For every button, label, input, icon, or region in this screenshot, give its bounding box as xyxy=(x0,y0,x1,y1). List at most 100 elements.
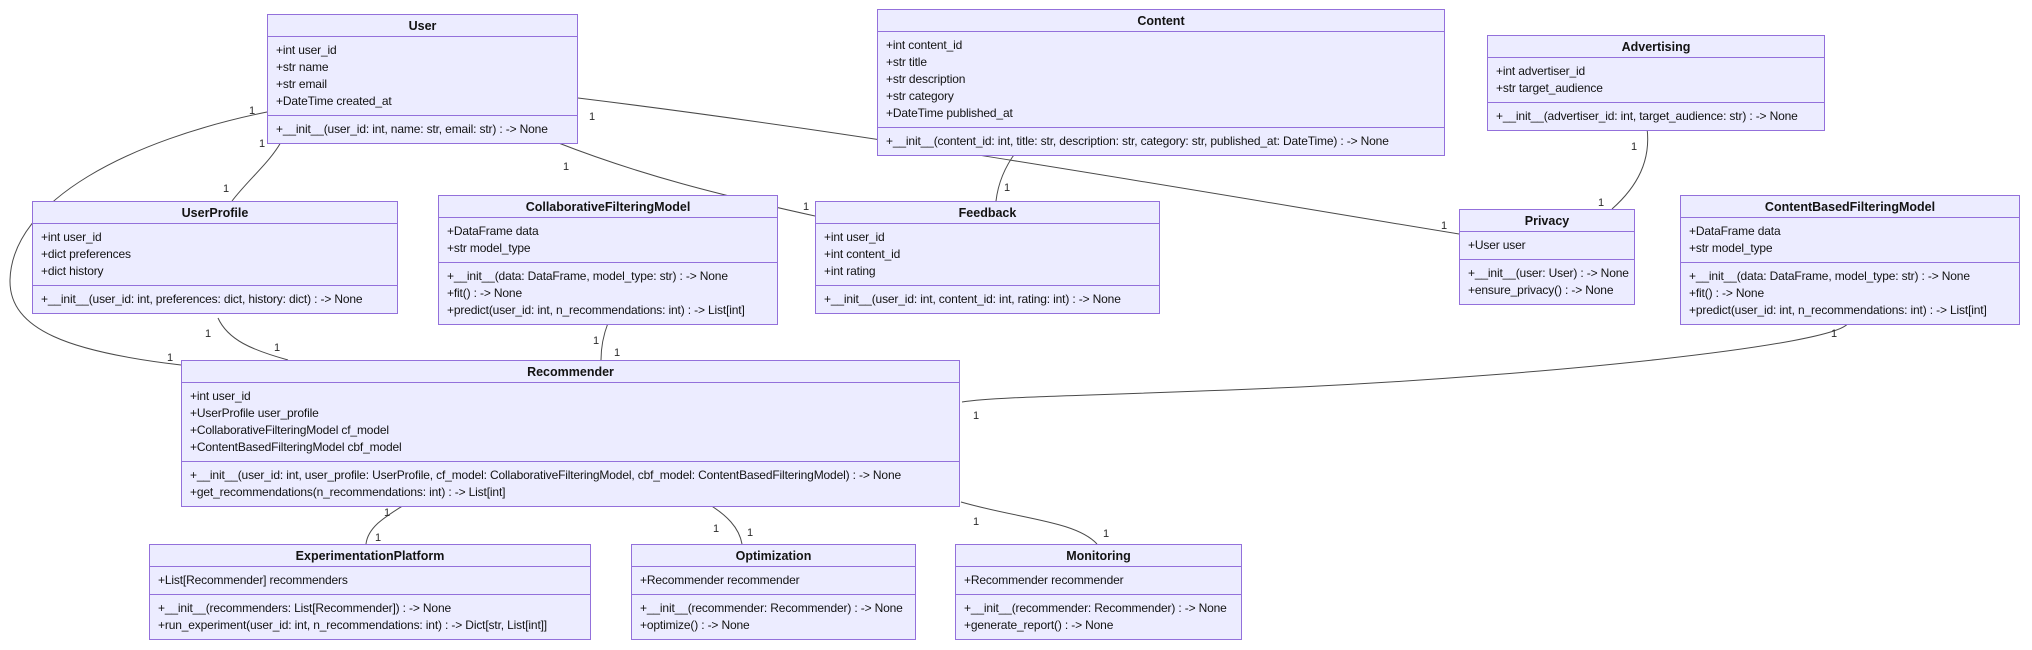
edge-userprofile-recommender xyxy=(217,317,289,361)
multiplicity-label: 1 xyxy=(223,183,229,195)
attribute: +DateTime created_at xyxy=(276,94,392,108)
attribute: +str model_type xyxy=(447,241,531,255)
method: +run_experiment(user_id: int, n_recommen… xyxy=(158,618,547,632)
multiplicity-label: 1 xyxy=(259,138,265,150)
method: +__init__(user_id: int, preferences: dic… xyxy=(41,292,363,306)
attribute: +Recommender recommender xyxy=(964,573,1124,587)
class-monitoring: Monitoring +Recommender recommender +__i… xyxy=(955,544,1242,640)
edge-cbfmodel-recommender xyxy=(961,322,1849,403)
multiplicity-label: 1 xyxy=(747,527,753,539)
attribute: +Recommender recommender xyxy=(640,573,800,587)
class-userprofile: UserProfile +int user_id +dict preference… xyxy=(32,201,398,314)
class-title: UserProfile xyxy=(33,202,397,224)
class-experimentation-platform: ExperimentationPlatform +List[Recommende… xyxy=(149,544,591,640)
class-title: ExperimentationPlatform xyxy=(150,545,590,567)
multiplicity-label: 1 xyxy=(375,532,381,544)
edge-recommender-optimization xyxy=(709,504,743,545)
attribute: +dict history xyxy=(41,264,104,278)
method: +predict(user_id: int, n_recommendations… xyxy=(447,303,745,317)
attribute: +str category xyxy=(886,89,954,103)
method: +ensure_privacy() : -> None xyxy=(1468,283,1614,297)
edge-advertising-privacy xyxy=(1611,127,1649,210)
attribute: +DataFrame data xyxy=(447,224,539,238)
multiplicity-label: 1 xyxy=(1103,528,1109,540)
class-title: Privacy xyxy=(1460,210,1634,232)
class-title: Advertising xyxy=(1488,36,1824,58)
multiplicity-label: 1 xyxy=(274,342,280,354)
method: +__init__(user_id: int, user_profile: Us… xyxy=(190,468,901,482)
method: +optimize() : -> None xyxy=(640,618,750,632)
multiplicity-label: 1 xyxy=(713,523,719,535)
attribute: +DateTime published_at xyxy=(886,106,1013,120)
attribute: +DataFrame data xyxy=(1689,224,1781,238)
attribute: +User user xyxy=(1468,238,1526,252)
multiplicity-label: 1 xyxy=(205,328,211,340)
attribute: +str model_type xyxy=(1689,241,1773,255)
edge-user-privacy xyxy=(577,97,1460,235)
method: +__init__(user_id: int, content_id: int,… xyxy=(824,292,1121,306)
class-title: ContentBasedFilteringModel xyxy=(1681,196,2019,218)
edge-recommender-experimentation xyxy=(365,504,405,545)
method: +__init__(user: User) : -> None xyxy=(1468,266,1629,280)
class-title: Monitoring xyxy=(956,545,1241,567)
method: +fit() : -> None xyxy=(447,286,522,300)
attribute: +str title xyxy=(886,55,927,69)
edge-content-feedback xyxy=(995,151,1017,202)
attribute: +int rating xyxy=(824,264,876,278)
attribute: +List[Recommender] recommenders xyxy=(158,573,348,587)
attribute: +int content_id xyxy=(824,247,901,261)
multiplicity-label: 1 xyxy=(167,352,173,364)
method: +predict(user_id: int, n_recommendations… xyxy=(1689,303,1987,317)
attribute: +dict preferences xyxy=(41,247,131,261)
multiplicity-label: 1 xyxy=(1004,182,1010,194)
method: +__init__(advertiser_id: int, target_aud… xyxy=(1496,109,1798,123)
multiplicity-label: 1 xyxy=(803,201,809,213)
method: +fit() : -> None xyxy=(1689,286,1764,300)
attribute: +int user_id xyxy=(824,230,885,244)
multiplicity-label: 1 xyxy=(589,111,595,123)
attribute: +CollaborativeFilteringModel cf_model xyxy=(190,423,389,437)
multiplicity-label: 1 xyxy=(973,410,979,422)
class-title: Optimization xyxy=(632,545,915,567)
attribute: +int user_id xyxy=(190,389,251,403)
class-content: Content +int content_id+str title+str de… xyxy=(877,9,1445,156)
multiplicity-label: 1 xyxy=(384,507,390,519)
multiplicity-label: 1 xyxy=(1831,328,1837,340)
class-title: Content xyxy=(878,10,1444,32)
method: +__init__(recommender: Recommender) : ->… xyxy=(964,601,1227,615)
attribute: +UserProfile user_profile xyxy=(190,406,319,420)
attribute: +int user_id xyxy=(276,43,337,57)
multiplicity-label: 1 xyxy=(614,347,620,359)
edge-cfmodel-recommender xyxy=(600,322,609,361)
attribute: +int user_id xyxy=(41,230,102,244)
multiplicity-label: 1 xyxy=(1598,197,1604,209)
method: +__init__(user_id: int, name: str, email… xyxy=(276,122,548,136)
attribute: +str name xyxy=(276,60,329,74)
edge-user-recommender xyxy=(9,111,268,366)
attribute: +int content_id xyxy=(886,38,963,52)
attribute: +ContentBasedFilteringModel cbf_model xyxy=(190,440,402,454)
attribute: +str target_audience xyxy=(1496,81,1603,95)
method: +__init__(content_id: int, title: str, d… xyxy=(886,134,1389,148)
multiplicity-label: 1 xyxy=(563,161,569,173)
attribute: +str email xyxy=(276,77,327,91)
class-collaborative-filtering-model: CollaborativeFilteringModel +DataFrame d… xyxy=(438,195,778,325)
class-privacy: Privacy +User user +__init__(user: User)… xyxy=(1459,209,1635,305)
method: +__init__(recommenders: List[Recommender… xyxy=(158,601,451,615)
class-advertising: Advertising +int advertiser_id +str targe… xyxy=(1487,35,1825,131)
multiplicity-label: 1 xyxy=(249,105,255,117)
multiplicity-label: 1 xyxy=(1631,141,1637,153)
class-optimization: Optimization +Recommender recommender +_… xyxy=(631,544,916,640)
class-feedback: Feedback +int user_id+int content_id+int… xyxy=(815,201,1160,314)
method: +get_recommendations(n_recommendations: … xyxy=(190,485,506,499)
class-title: CollaborativeFilteringModel xyxy=(439,196,777,218)
edge-recommender-monitoring xyxy=(960,501,1098,545)
multiplicity-label: 1 xyxy=(593,335,599,347)
method: +__init__(data: DataFrame, model_type: s… xyxy=(447,269,728,283)
class-title: User xyxy=(268,15,577,37)
method: +__init__(recommender: Recommender) : ->… xyxy=(640,601,903,615)
method: +__init__(data: DataFrame, model_type: s… xyxy=(1689,269,1970,283)
class-title: Recommender xyxy=(182,361,959,383)
attribute: +int advertiser_id xyxy=(1496,64,1586,78)
